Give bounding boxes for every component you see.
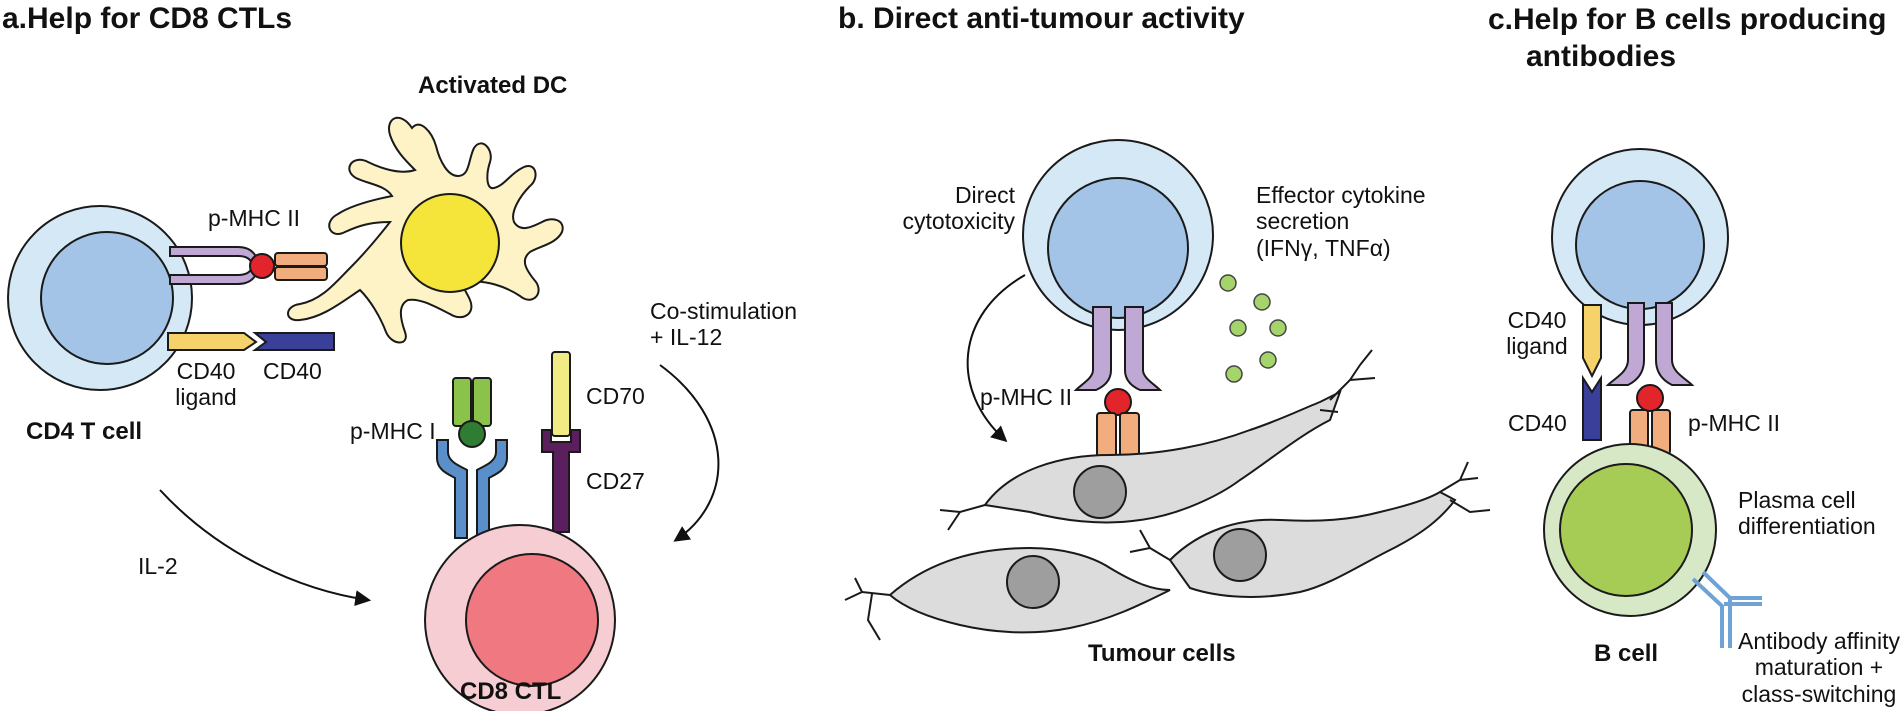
cd40-label-c: CD40 [1508, 410, 1567, 436]
costimulation-arrow [659, 364, 720, 542]
cytokines [1219, 274, 1287, 383]
il2-arrow [159, 489, 372, 607]
tumour-cell-bottom-left [844, 546, 1171, 641]
antibody-label: Antibody affinity maturation + class-swi… [1738, 628, 1900, 707]
costimulation-line1: Co-stimulation [650, 298, 797, 324]
effector-line2: secretion [1256, 208, 1350, 235]
antibody-line2: maturation + [1754, 654, 1884, 681]
effector-cytokine-label: Effector cytokine secretion (IFNγ, TNFα) [1256, 182, 1426, 261]
plasma-line2: differentiation [1738, 513, 1876, 540]
il2-label: IL-2 [138, 553, 178, 579]
peptide-red [249, 253, 275, 279]
pmhc2-label-b: p-MHC II [980, 384, 1072, 410]
cd40-ligand-line1: CD40 [176, 358, 236, 384]
cd4-t-cell [7, 205, 193, 391]
cd8-ctl-label: CD8 CTL [460, 678, 562, 705]
costimulation-label: Co-stimulation + IL-12 [650, 298, 797, 351]
cytotoxicity-arrow [966, 274, 1026, 443]
activated-dc-label: Activated DC [418, 72, 568, 99]
cd40-ligand-c-line1: CD40 [1507, 307, 1567, 333]
b-cell-label: B cell [1594, 640, 1659, 667]
cd40-receptor [251, 332, 335, 351]
effector-line3: (IFNγ, TNFα) [1256, 234, 1391, 261]
costimulation-line2: + IL-12 [650, 324, 723, 351]
pmhc2-label-c: p-MHC II [1688, 410, 1780, 436]
effector-line1: Effector cytokine [1256, 182, 1426, 208]
cd4-t-cell-c [1551, 148, 1729, 326]
cd8-ctl-cell [424, 524, 616, 711]
cd70-label: CD70 [586, 383, 645, 409]
pmhc1-label: p-MHC I [350, 418, 436, 444]
cd40-c [1582, 374, 1602, 441]
b-cell [1543, 443, 1717, 617]
plasma-cell-label: Plasma cell differentiation [1738, 487, 1876, 540]
cd40-label-a: CD40 [263, 358, 322, 384]
mhc2-molecule [274, 252, 328, 281]
cd27 [541, 429, 581, 533]
tumour-cell-top [939, 349, 1376, 531]
tumour-cells-label: Tumour cells [1088, 640, 1236, 667]
mhc2-b [1096, 412, 1140, 460]
pmhc2-label-a: p-MHC II [208, 205, 300, 231]
mhc1-molecule [452, 377, 492, 427]
direct-line2: cytotoxicity [902, 208, 1015, 235]
activated-dendritic-cell [287, 116, 564, 344]
cd40-ligand-line2: ligand [175, 384, 237, 411]
panel-c-title-line1: c.Help for B cells producing [1488, 3, 1887, 36]
plasma-line1: Plasma cell [1738, 487, 1856, 513]
cd40-ligand-c-line2: ligand [1506, 333, 1568, 360]
cd8-tcr-receptor [436, 439, 508, 539]
panel-c-title-line2: antibodies [1526, 39, 1677, 73]
cd4-t-cell-b [1022, 139, 1214, 331]
antibody [1691, 570, 1762, 648]
tcr-c [1605, 302, 1695, 386]
direct-cytotoxicity-label: Direct cytotoxicity [867, 182, 1015, 235]
cd27-label: CD27 [586, 468, 645, 494]
tcr-b [1073, 306, 1163, 391]
cd40-ligand-label-c: CD40 ligand [1500, 307, 1574, 360]
antibody-line1: Antibody affinity [1738, 628, 1900, 654]
panel-a-title: a.Help for CD8 CTLs [2, 2, 293, 35]
cd4-t-cell-label: CD4 T cell [26, 418, 143, 445]
panel-b-title: b. Direct anti-tumour activity [838, 2, 1245, 35]
tumour-cell-bottom-right [1129, 461, 1491, 598]
cd40-ligand-label-a: CD40 ligand [170, 358, 242, 411]
direct-line1: Direct [954, 182, 1015, 208]
peptide-red-b [1104, 388, 1132, 416]
cd70 [551, 351, 571, 437]
peptide-red-c [1636, 384, 1664, 412]
cd40-ligand [167, 332, 258, 351]
antibody-line3: class-switching [1741, 680, 1897, 707]
panel-c-title: c.Help for B cells producing antibodies [1488, 2, 1886, 75]
cd40-ligand-c [1582, 304, 1602, 379]
peptide-green [458, 420, 486, 448]
